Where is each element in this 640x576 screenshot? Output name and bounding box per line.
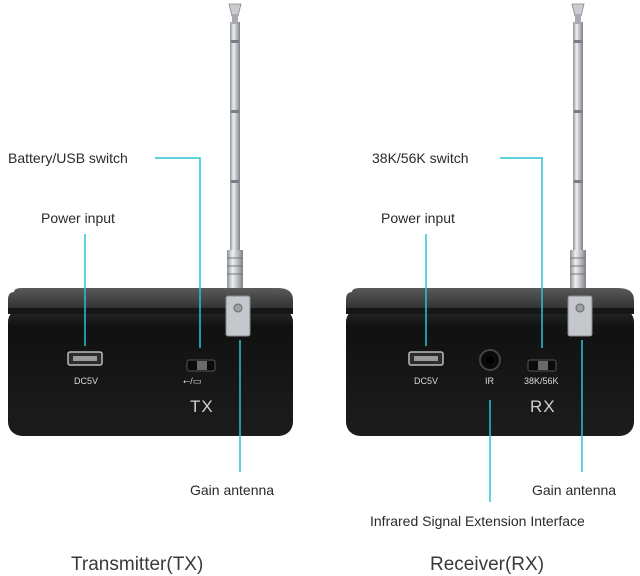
rx-caption: Receiver(RX): [430, 554, 545, 575]
tx-antenna: [227, 3, 243, 292]
tx-body: [8, 308, 293, 436]
rx-switch-callout: 38K/56K switch: [372, 150, 469, 166]
tx-model-mark: TX: [190, 397, 214, 416]
callout-lines: [84, 157, 583, 502]
tx-antenna-mount: [225, 295, 251, 337]
rx-antenna: [570, 3, 586, 292]
tx-antenna-callout: Gain antenna: [190, 482, 275, 498]
rx-ir-callout: Infrared Signal Extension Interface: [370, 513, 585, 529]
rx-body: [346, 308, 634, 436]
rx-switch-label: 38K/56K: [524, 376, 559, 386]
rx-model-mark: RX: [530, 397, 556, 416]
tx-port-label: DC5V: [74, 376, 98, 386]
transmitter-device: DC5V ⭠/▭ TX: [8, 3, 293, 436]
tx-switch-callout: Battery/USB switch: [8, 150, 128, 166]
rx-power-callout: Power input: [381, 210, 455, 226]
rx-antenna-mount: [567, 295, 593, 337]
rx-antenna-callout: Gain antenna: [532, 482, 617, 498]
rx-ir-label: IR: [485, 376, 495, 386]
receiver-device: DC5V IR 38K/56K RX: [346, 3, 634, 436]
tx-caption: Transmitter(TX): [71, 554, 204, 575]
tx-switch-label: ⭠/▭: [183, 376, 201, 386]
rx-port-label: DC5V: [414, 376, 438, 386]
tx-power-callout: Power input: [41, 210, 115, 226]
